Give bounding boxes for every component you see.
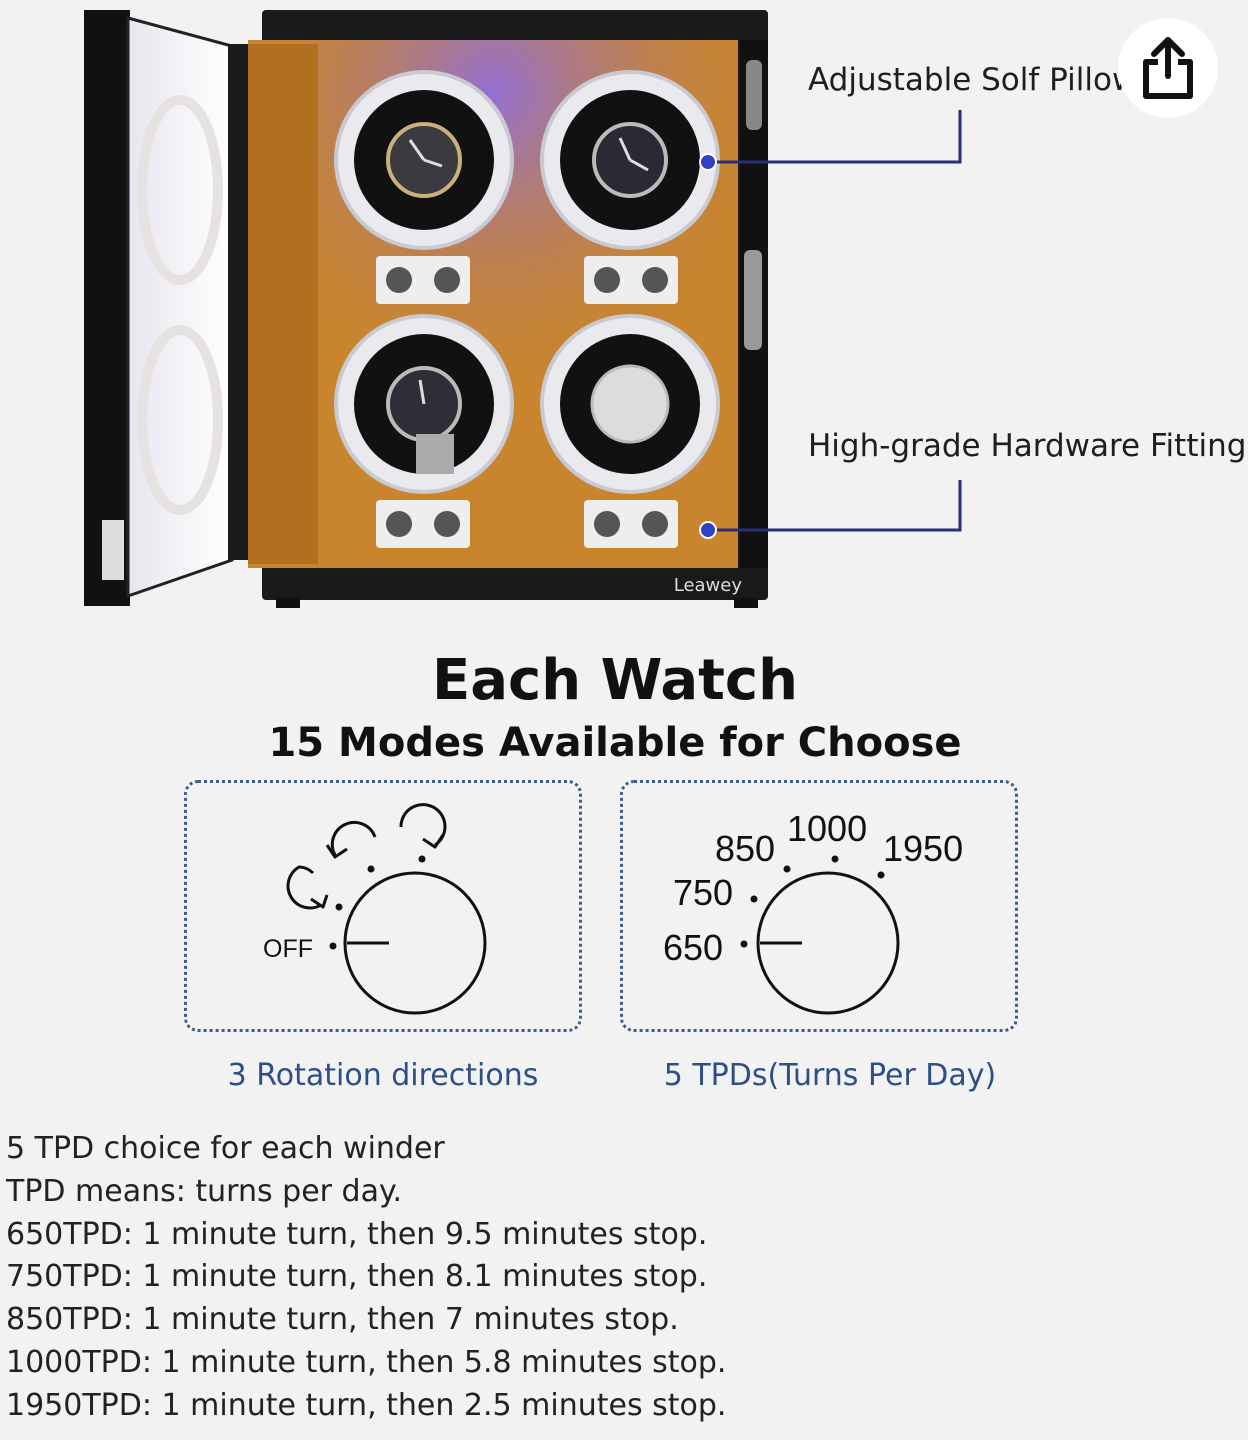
rotation-caption: 3 Rotation directions [227, 1058, 539, 1093]
tpd-label-650: 650 [663, 927, 723, 968]
tpd-label-850: 850 [715, 828, 775, 869]
description-line: 850TPD: 1 minute turn, then 7 minutes st… [6, 1302, 679, 1338]
brand-logo: Leawey [674, 575, 743, 596]
tpd-label-1000: 1000 [787, 808, 867, 849]
off-label: OFF [263, 935, 313, 963]
rotate-both-icon [325, 820, 377, 859]
control-knobs [376, 256, 678, 548]
headline-subtitle: 15 Modes Available for Choose [268, 720, 962, 766]
winder-pods [334, 70, 720, 494]
headline-title: Each Watch [432, 648, 798, 713]
description: 5 TPD choice for each winder TPD means: … [6, 1128, 1236, 1428]
rotation-dial-box: OFF [184, 780, 582, 1032]
rotate-counterclockwise-icon [286, 865, 329, 910]
description-line: 750TPD: 1 minute turn, then 8.1 minutes … [6, 1259, 708, 1295]
description-line: TPD means: turns per day. [6, 1173, 402, 1209]
share-button[interactable] [1118, 18, 1218, 118]
rotation-dial: OFF [263, 803, 487, 1015]
share-icon [1143, 37, 1193, 99]
tpd-label-1950: 1950 [883, 828, 963, 869]
tpd-caption: 5 TPDs(Turns Per Day) [663, 1058, 997, 1093]
glass-door [84, 10, 248, 606]
description-line: 650TPD: 1 minute turn, then 9.5 minutes … [6, 1216, 708, 1252]
tpd-dial-box: 650 750 850 1000 1950 [620, 780, 1018, 1032]
description-line: 1950TPD: 1 minute turn, then 2.5 minutes… [6, 1387, 727, 1423]
callout-hardware: High-grade Hardware Fitting [808, 428, 1247, 464]
description-line: 5 TPD choice for each winder [6, 1131, 445, 1166]
product-image: Leawey [84, 10, 962, 608]
description-line: 1000TPD: 1 minute turn, then 5.8 minutes… [6, 1344, 727, 1380]
rotate-clockwise-icon [399, 803, 447, 849]
callout-pillow: Adjustable Solf Pillow [808, 62, 1138, 98]
tpd-label-750: 750 [673, 872, 733, 913]
callout-lines [699, 110, 962, 539]
tpd-dial: 650 750 850 1000 1950 [663, 808, 963, 1015]
